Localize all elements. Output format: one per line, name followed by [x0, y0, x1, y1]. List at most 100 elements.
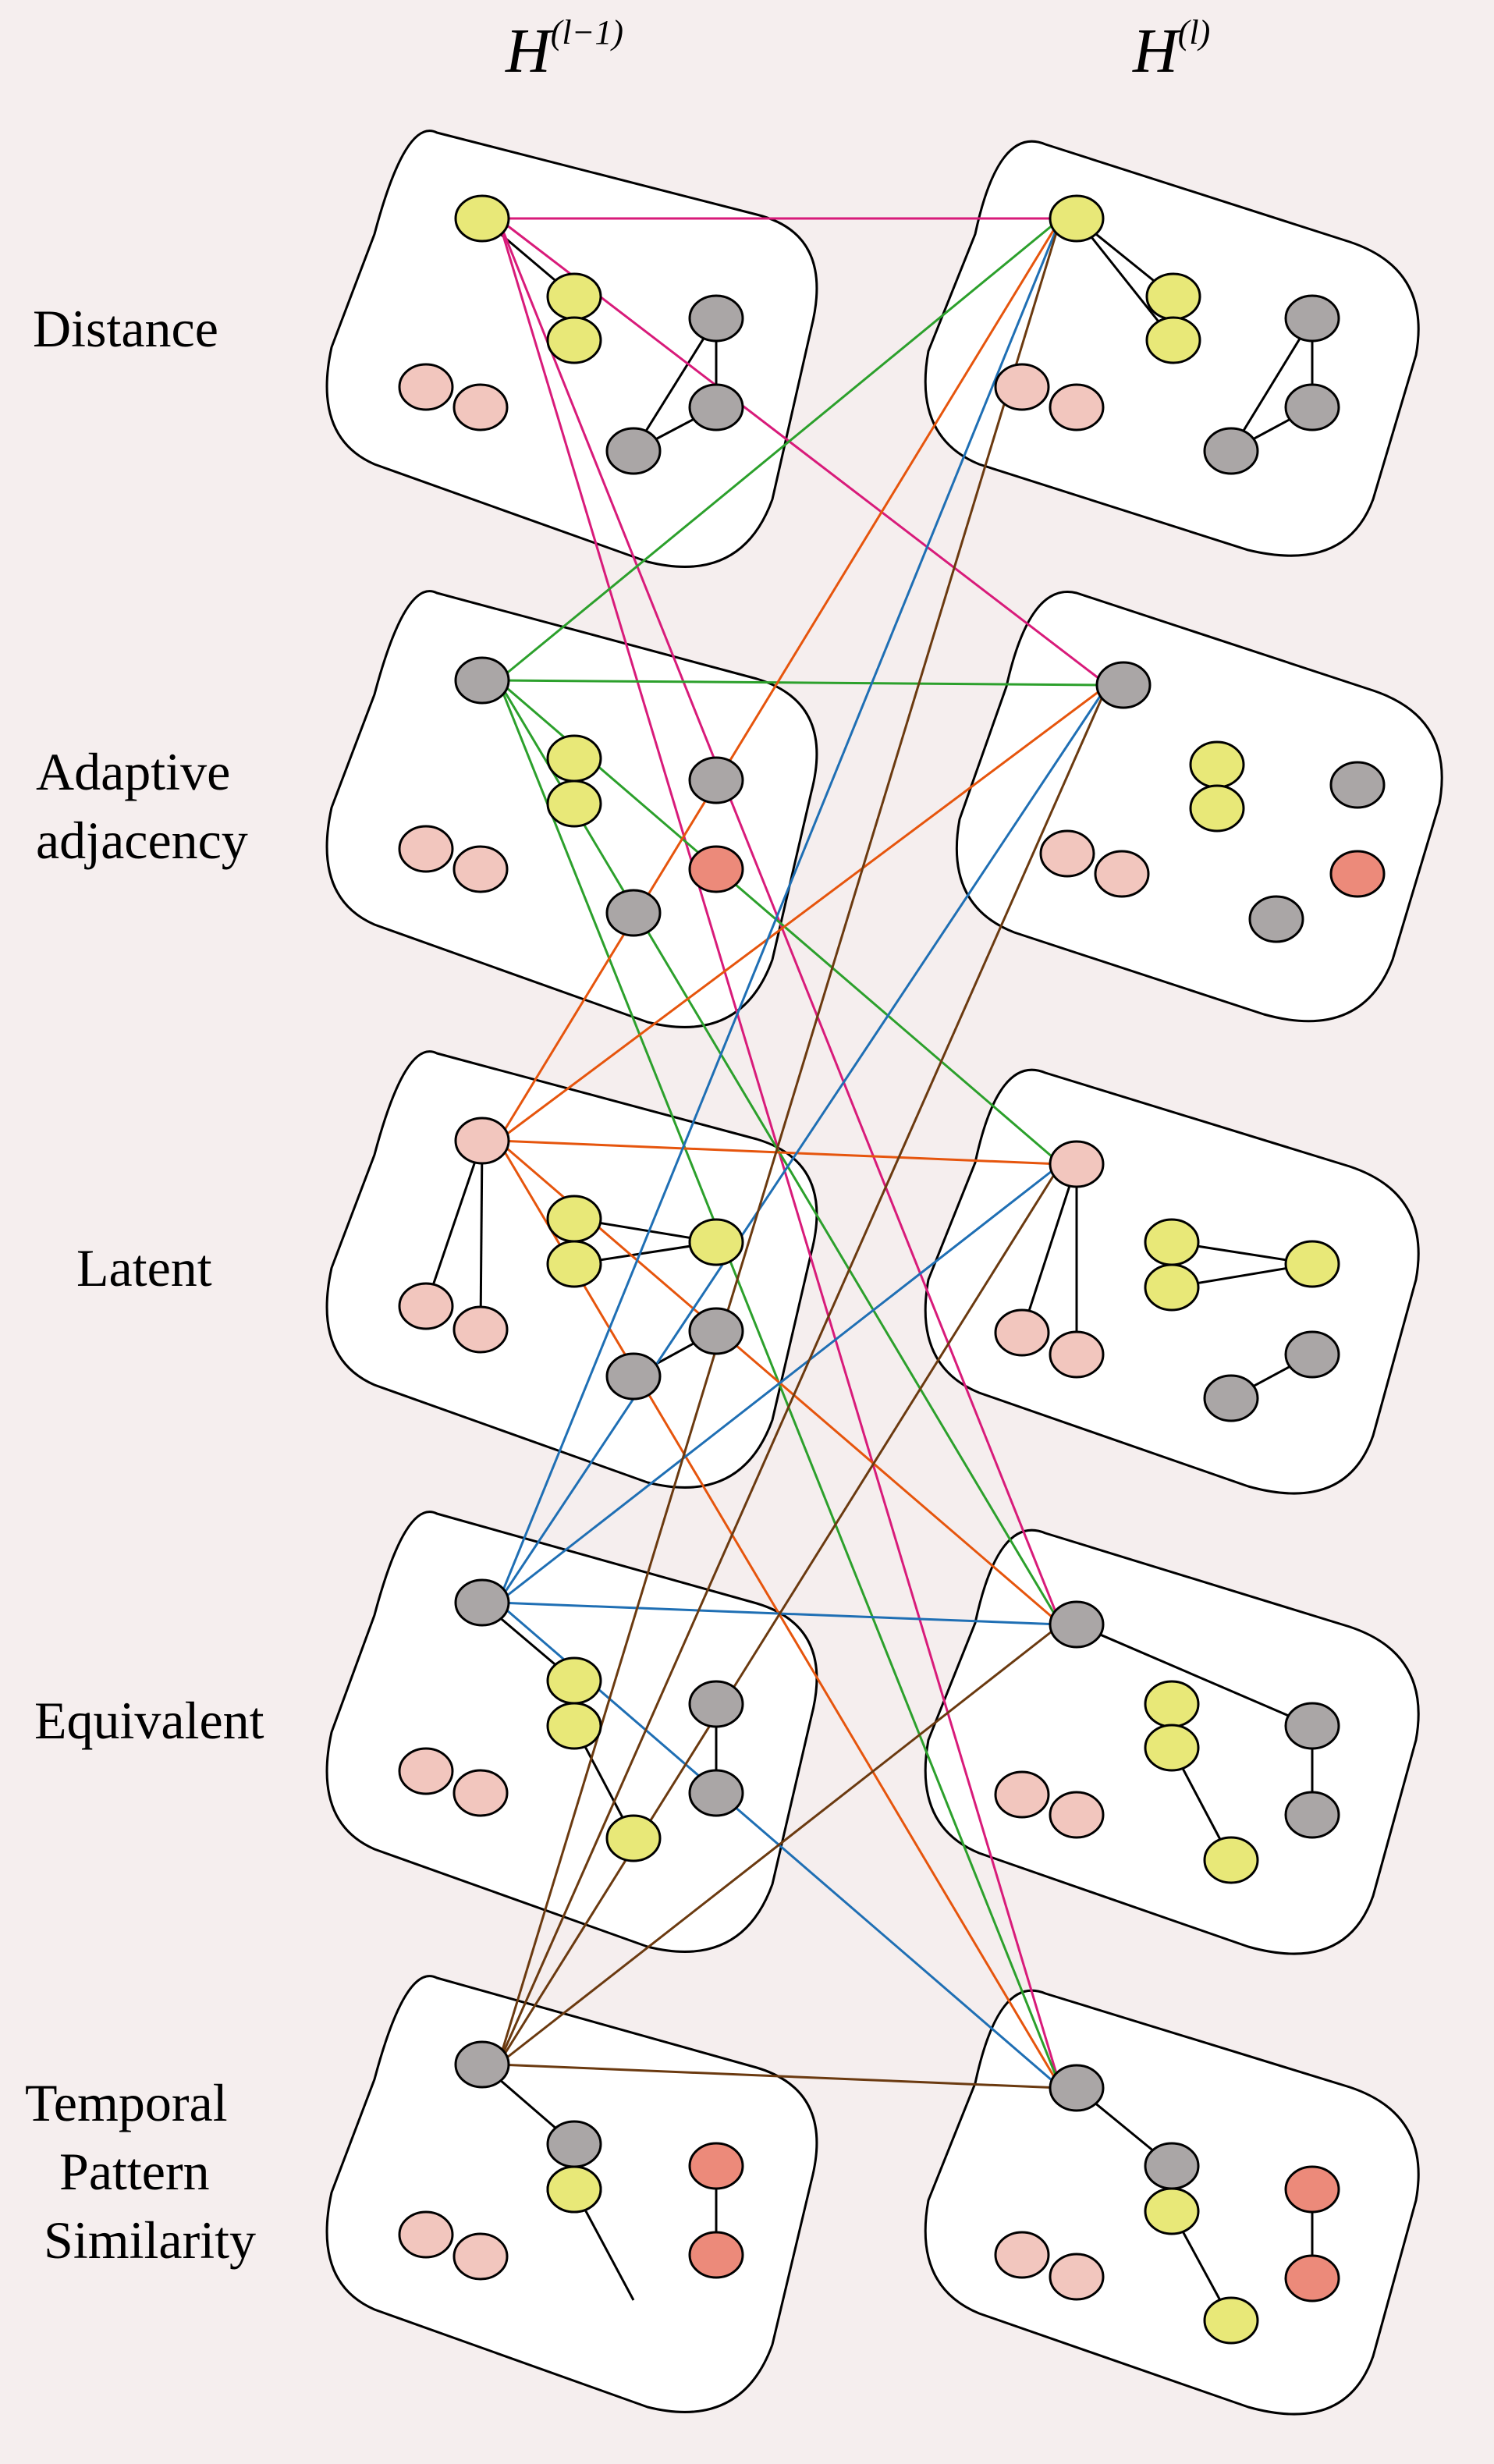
link-adaptive [498, 679, 1108, 687]
node-gray [454, 1578, 510, 1627]
node-yellow [546, 272, 602, 321]
node-pink [398, 2210, 454, 2259]
node-gray [1248, 895, 1304, 943]
node-gray [1284, 1791, 1340, 1839]
node-pink [452, 383, 509, 431]
link-adaptive [497, 217, 1062, 682]
hyperedge-links [496, 217, 1109, 2089]
row-label-temporal-1: Temporal [25, 2073, 228, 2132]
node-yellow [1284, 1240, 1340, 1288]
link-equivalent [497, 218, 1062, 1603]
node-yellow [1144, 1218, 1200, 1266]
node-pink [452, 845, 509, 893]
graph-edge [479, 1140, 484, 1330]
node-pink [398, 363, 454, 411]
node-gray [1203, 427, 1259, 475]
node-yellow [605, 1814, 662, 1862]
header-left: H(l−1) [505, 13, 623, 86]
node-gray [546, 2120, 602, 2168]
node-pink [454, 1117, 510, 1165]
node-pink [1049, 2253, 1105, 2301]
node-gray [1095, 661, 1152, 709]
node-pink [1039, 829, 1095, 878]
node-gray [1284, 1330, 1340, 1379]
node-gray [1284, 383, 1340, 431]
row-label-distance: Distance [33, 299, 218, 358]
node-pink [1049, 1330, 1105, 1379]
node-pink [1094, 850, 1150, 898]
node-pink [1049, 1791, 1105, 1839]
node-yellow [454, 194, 510, 243]
link-latent [497, 683, 1109, 1142]
node-gray [1203, 1374, 1259, 1422]
node-yellow [546, 1702, 602, 1750]
graph-edge [1230, 318, 1314, 452]
node-pink [398, 825, 454, 873]
node-pink [452, 1305, 509, 1354]
link-temporal [497, 684, 1109, 2065]
graph-nodes [398, 194, 1386, 2345]
graph-edge [632, 318, 718, 452]
row-label-temporal-2: Pattern [59, 2142, 210, 2201]
node-yellow [1189, 784, 1245, 833]
node-gray [688, 1769, 744, 1817]
node-yellow [546, 779, 602, 828]
node-yellow [1203, 1836, 1259, 1884]
header-right-sup: (l) [1178, 13, 1211, 51]
node-yellow [1145, 272, 1201, 321]
link-latent [497, 218, 1062, 1141]
node-pink [398, 1747, 454, 1795]
node-yellow [546, 734, 602, 783]
link-temporal [497, 1163, 1062, 2065]
node-gray [688, 1680, 744, 1728]
node-yellow [1203, 2296, 1259, 2345]
node-gray [454, 656, 510, 705]
node-gray [605, 1352, 662, 1401]
link-temporal [498, 2063, 1061, 2089]
graph-edge [424, 1140, 484, 1307]
node-red [1284, 2165, 1340, 2214]
node-red [688, 845, 744, 893]
row-label-latent: Latent [76, 1238, 212, 1298]
row-label-adaptive-2: adjacency [36, 811, 248, 870]
node-red [688, 2142, 744, 2190]
row-label-temporal-3: Similarity [44, 2210, 256, 2270]
node-red [1329, 850, 1386, 898]
link-temporal [496, 218, 1063, 2065]
node-yellow [1145, 316, 1201, 364]
node-gray [1284, 294, 1340, 343]
node-yellow [546, 1240, 602, 1288]
link-equivalent [497, 684, 1109, 1603]
node-gray [605, 889, 662, 937]
node-gray [605, 427, 662, 475]
header-right: H(l) [1132, 13, 1210, 86]
link-latent [498, 1139, 1061, 1166]
node-pink [452, 2232, 509, 2281]
node-pink [452, 1769, 509, 1817]
node-gray [1049, 1600, 1105, 1649]
node-pink [398, 1282, 454, 1330]
graph-edge [1075, 218, 1175, 341]
node-yellow [1189, 740, 1245, 789]
node-pink [1049, 383, 1105, 431]
link-temporal [497, 1623, 1062, 2066]
graph-edge [1076, 1623, 1313, 1727]
node-yellow [1144, 1724, 1200, 1772]
node-red [1284, 2254, 1340, 2302]
node-yellow [1144, 1680, 1200, 1728]
node-yellow [546, 1195, 602, 1243]
node-yellow [1144, 2187, 1200, 2235]
node-yellow [1049, 194, 1105, 243]
node-gray [688, 383, 744, 431]
header-right-base: H [1132, 17, 1181, 86]
node-yellow [546, 316, 602, 364]
node-yellow [546, 1656, 602, 1705]
row-label-equivalent: Equivalent [34, 1691, 264, 1750]
node-gray [688, 294, 744, 343]
node-gray [1144, 2142, 1200, 2190]
node-gray [1049, 2064, 1105, 2112]
node-yellow [688, 1218, 744, 1266]
link-equivalent [497, 1163, 1062, 1604]
node-pink [994, 2231, 1050, 2279]
